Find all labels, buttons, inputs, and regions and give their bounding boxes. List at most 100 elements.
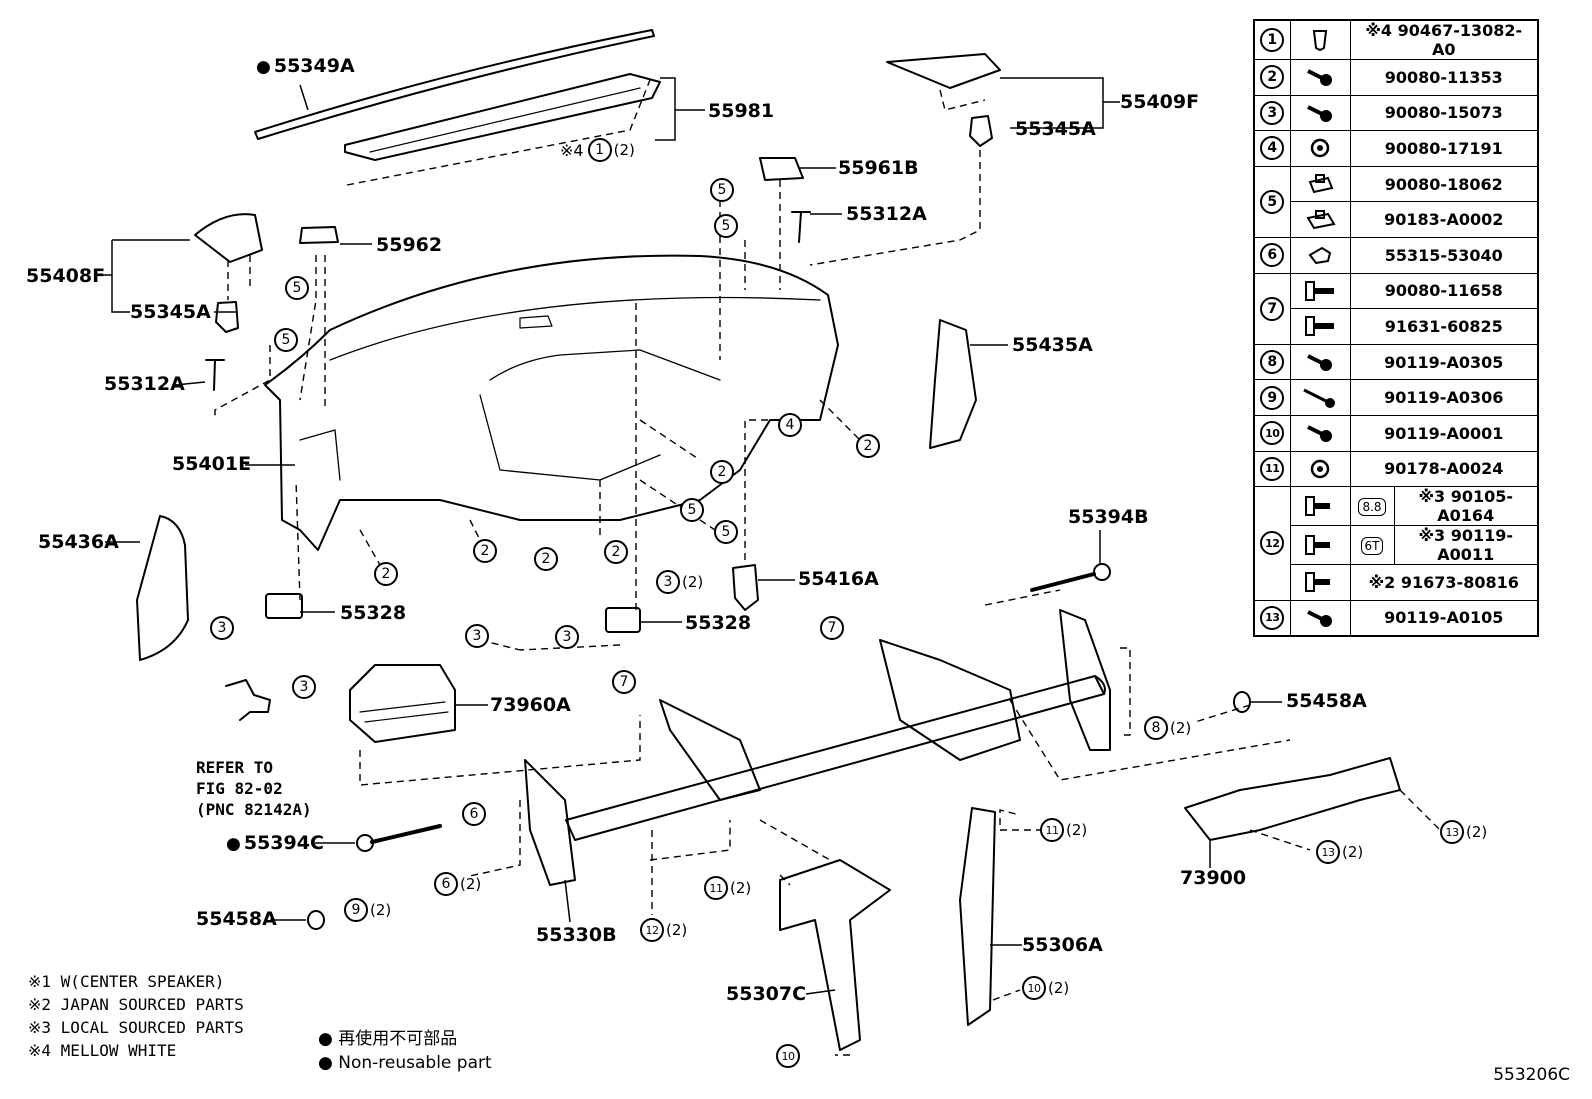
- part-number: 90080-11658: [1349, 272, 1539, 310]
- part-number: 91631-60825: [1349, 308, 1539, 345]
- table-row: 3 90080-15073: [1253, 94, 1539, 132]
- footnote-3: ※3 LOCAL SOURCED PARTS: [28, 1018, 244, 1037]
- bracket-55416A: [732, 564, 759, 611]
- callout-5-e: 5: [680, 498, 704, 522]
- side-panel-left: [136, 515, 189, 661]
- callout-10-a: 10(2): [1022, 976, 1069, 1000]
- clip-55328-left: [265, 593, 303, 619]
- table-row: 4 90080-17191: [1253, 130, 1539, 167]
- clip-icon: [1289, 236, 1351, 274]
- label-73960A: 73960A: [490, 694, 571, 716]
- bolt-icon: [1289, 564, 1351, 601]
- callout-8: 8(2): [1144, 716, 1191, 740]
- legend: 再使用不可部品 Non-reusable part: [318, 1027, 492, 1075]
- part-number: 90119-A0105: [1349, 599, 1539, 637]
- callout-13-a: 13(2): [1316, 840, 1363, 864]
- grade-badge: 6T: [1360, 537, 1384, 556]
- callout-5-a: 5: [710, 178, 734, 202]
- footnote-2: ※2 JAPAN SOURCED PARTS: [28, 995, 244, 1014]
- label-55409F: 55409F: [1120, 91, 1200, 113]
- label-55345A-right: 55345A: [1015, 118, 1096, 140]
- clip-55345A-right: [969, 115, 993, 147]
- parts-table: 1 ※4 90467-13082-A0 2 90080-11353 3 9008…: [1253, 19, 1539, 637]
- bolt-55394C: [370, 824, 442, 844]
- table-row: 91631-60825: [1254, 308, 1539, 345]
- label-55416A: 55416A: [798, 568, 879, 590]
- module-73960A: [349, 664, 456, 743]
- part-number: ※4 90467-13082-A0: [1349, 19, 1539, 60]
- label-55345A-left: 55345A: [130, 301, 211, 323]
- callout-7-b: 7: [612, 670, 636, 694]
- callout-3-e: 3: [292, 675, 316, 699]
- label-55458A-left: 55458A: [196, 908, 277, 930]
- label-55330B: 55330B: [536, 924, 617, 946]
- reference-note: REFER TO FIG 82-02 (PNC 82142A): [196, 758, 312, 819]
- clip-55328-center: [605, 607, 641, 633]
- callout-3-qty: 3(2): [656, 570, 703, 594]
- table-row: 10 90119-A0001: [1253, 414, 1539, 452]
- part-number: ※2 91673-80816: [1349, 564, 1539, 601]
- callout-5-d: 5: [274, 328, 298, 352]
- cover-right: [886, 53, 1001, 89]
- callout-3-d: 3: [465, 624, 489, 648]
- callout-12: 12(2): [640, 918, 687, 942]
- legend-jp: 再使用不可部品: [318, 1027, 492, 1051]
- part-number: 90080-17191: [1349, 130, 1539, 167]
- label-55312A-right: 55312A: [846, 203, 927, 225]
- callout-11-b: 11(2): [704, 876, 751, 900]
- clip-55345A-left: [215, 301, 239, 333]
- callout-2-f: 2: [374, 562, 398, 586]
- callout-6-a: 6: [462, 802, 486, 826]
- table-row: 13 90119-A0105: [1253, 599, 1539, 637]
- brace-55307C: [779, 859, 891, 1051]
- label-55349A: 55349A: [256, 55, 355, 78]
- table-row: ※2 91673-80816: [1254, 564, 1539, 601]
- screw-icon: [1289, 599, 1351, 637]
- instrument-panel: [264, 254, 839, 551]
- brace-55330B: [524, 759, 576, 886]
- nut-clip-icon: [1289, 165, 1351, 203]
- callout-11-a: 11(2): [1040, 818, 1087, 842]
- label-55962: 55962: [376, 234, 443, 256]
- label-55307C: 55307C: [726, 983, 807, 1005]
- part-number: 90119-A0306: [1349, 379, 1539, 416]
- table-row: 5 90080-18062: [1253, 165, 1539, 238]
- screw-icon: [1289, 414, 1351, 452]
- part-number: 90178-A0024: [1349, 450, 1539, 488]
- callout-5-c: 5: [285, 276, 309, 300]
- table-row: 12 8.8 ※3 90105-A0164: [1253, 486, 1539, 601]
- screw-icon: [1289, 94, 1351, 132]
- bolt-icon: [1289, 525, 1351, 566]
- table-row: 9 90119-A0306: [1253, 379, 1539, 416]
- screw-icon: [1289, 59, 1351, 96]
- label-55394C: 55394C: [226, 832, 324, 855]
- part-number: 90080-11353: [1349, 59, 1539, 96]
- nut-icon: [1289, 130, 1351, 167]
- wire-harness: [225, 679, 271, 721]
- label-55312A-left: 55312A: [104, 373, 185, 395]
- clip-55312A-right: [791, 211, 811, 243]
- brace-center: [879, 639, 1021, 761]
- bolt-55394B: [1030, 572, 1096, 592]
- reinforcement-tube: [565, 675, 1105, 841]
- footnote-4: ※4 MELLOW WHITE: [28, 1041, 177, 1060]
- brace-right: [1059, 609, 1111, 751]
- bolt-icon: [1289, 308, 1351, 345]
- bracket-73900: [1184, 757, 1401, 841]
- figure-code: 553206C: [1493, 1065, 1570, 1085]
- label-55435A: 55435A: [1012, 334, 1093, 356]
- label-55328-left: 55328: [340, 602, 407, 624]
- part-number: 90080-15073: [1349, 94, 1539, 132]
- legend-en: Non-reusable part: [318, 1051, 491, 1075]
- label-73900: 73900: [1180, 867, 1247, 889]
- label-55436A: 55436A: [38, 531, 119, 553]
- washer-55458A-left: [307, 910, 325, 930]
- label-55394B: 55394B: [1068, 506, 1149, 528]
- cover-left: [194, 213, 263, 263]
- callout-5-b: 5: [714, 214, 738, 238]
- callout-3-c: 3: [555, 625, 579, 649]
- callout-2-b: 2: [710, 460, 734, 484]
- part-number: ※3 90105-A0164: [1393, 486, 1539, 527]
